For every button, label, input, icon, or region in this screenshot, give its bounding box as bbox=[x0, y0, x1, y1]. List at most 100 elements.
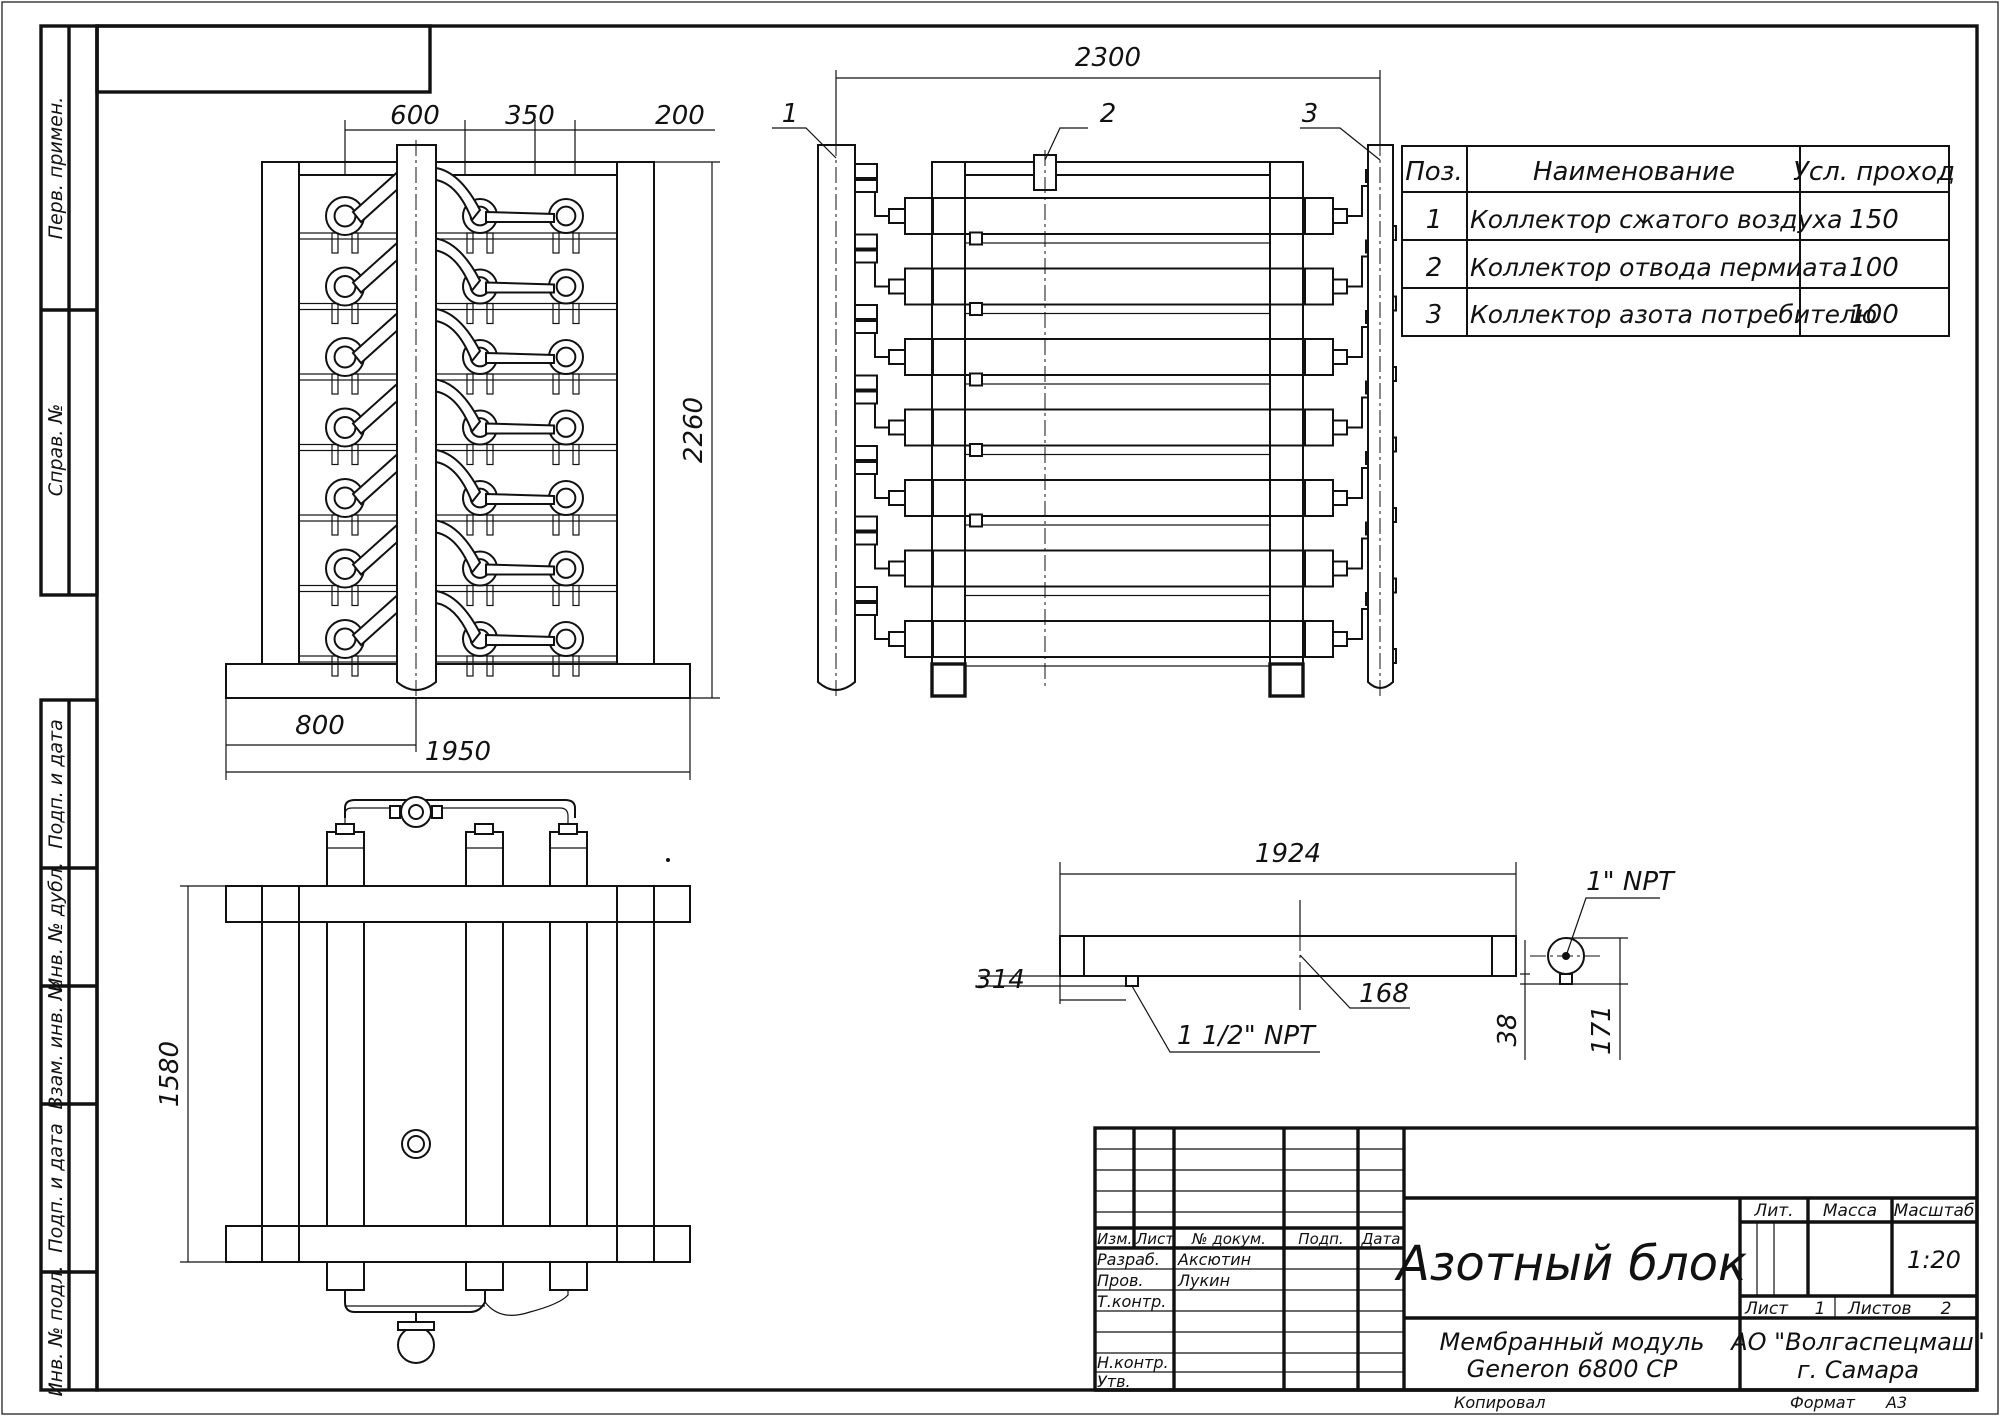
tb-masshtab-label: Масштаб bbox=[1894, 1201, 1975, 1221]
module-foot bbox=[331, 443, 339, 466]
outlet-branch bbox=[435, 378, 482, 434]
valve-top bbox=[854, 515, 878, 532]
module-foot bbox=[486, 302, 494, 325]
membrane-module bbox=[904, 338, 1334, 376]
module-foot bbox=[466, 655, 474, 677]
tb-format-value: А3 bbox=[1885, 1393, 1907, 1412]
crossover-pipe bbox=[485, 281, 555, 294]
outlet-branch-side bbox=[1347, 326, 1368, 358]
module-port bbox=[555, 487, 577, 509]
module-foot bbox=[486, 655, 494, 677]
valve-bottom bbox=[854, 602, 878, 616]
module-foot bbox=[486, 373, 494, 395]
table-header-dn: Усл. проход bbox=[1793, 157, 1955, 187]
tb-format-label: Формат bbox=[1790, 1393, 1856, 1412]
side-shelf bbox=[964, 656, 1271, 667]
callout-3: 3 bbox=[1302, 99, 1319, 129]
tb-subtitle-line1: Мембранный модуль bbox=[1440, 1328, 1705, 1356]
inlet-nipple bbox=[888, 349, 906, 365]
module-foot bbox=[572, 302, 580, 325]
support-shelf bbox=[298, 232, 618, 240]
sidebar-perv-primen: Перв. примен. bbox=[45, 97, 67, 240]
membrane-module bbox=[904, 197, 1334, 235]
inlet-nipple bbox=[888, 490, 906, 506]
tb-prov-name: Лукин bbox=[1177, 1271, 1230, 1290]
table-row-3-name: Коллектор азота потребителю bbox=[1470, 300, 1877, 329]
tb-sheet-label: Лист bbox=[1744, 1299, 1789, 1319]
permeate-port bbox=[969, 443, 983, 457]
module-port bbox=[555, 628, 577, 650]
outlet-nipple bbox=[1332, 419, 1348, 436]
dim-1950: 1950 bbox=[425, 737, 491, 767]
module-head-left bbox=[904, 620, 934, 658]
outlet-nipple bbox=[1332, 631, 1348, 647]
tb-hdr-doc: № докум. bbox=[1191, 1230, 1266, 1248]
tb-kopiroval: Копировал bbox=[1454, 1393, 1545, 1412]
side-shelf bbox=[964, 585, 1271, 597]
support-shelf bbox=[298, 584, 618, 593]
dim-2300: 2300 bbox=[1075, 43, 1141, 73]
table-row-3-pos: 3 bbox=[1426, 300, 1443, 330]
tb-prov-label: Пров. bbox=[1097, 1271, 1144, 1290]
tb-sheet-no: 1 bbox=[1815, 1299, 1826, 1319]
module-head-right bbox=[1304, 549, 1334, 588]
callout-1: 1 bbox=[782, 99, 799, 129]
front-dim-2260: 2260 bbox=[654, 161, 720, 699]
crossover-pipe bbox=[485, 210, 555, 223]
module-foot bbox=[331, 302, 339, 325]
module-port bbox=[555, 205, 577, 227]
module-foot bbox=[466, 443, 474, 466]
valve-top bbox=[854, 304, 878, 320]
module-port bbox=[555, 558, 577, 579]
module-rows bbox=[298, 166, 618, 677]
module-head-right bbox=[1304, 338, 1334, 376]
module-head-left bbox=[904, 479, 934, 517]
module-foot bbox=[466, 302, 474, 325]
module-foot bbox=[331, 373, 339, 395]
module-foot bbox=[572, 232, 580, 254]
valve-top bbox=[854, 445, 878, 461]
dim-171: 171 bbox=[1587, 1005, 1617, 1055]
table-header-pos: Поз. bbox=[1405, 157, 1463, 187]
dim-2260: 2260 bbox=[679, 397, 709, 463]
outlet-nipple bbox=[1332, 490, 1348, 506]
plan-view: 1580 bbox=[155, 796, 691, 1364]
module-foot bbox=[486, 443, 494, 466]
title-block: Изм. Лист № докум. Подп. Дата Разраб. Ак… bbox=[1093, 1126, 1985, 1412]
outlet-branch bbox=[435, 166, 482, 222]
module-head-right bbox=[1304, 197, 1334, 235]
module-foot bbox=[552, 232, 560, 254]
valve-bottom bbox=[854, 179, 878, 193]
table-row-1-dn: 150 bbox=[1849, 205, 1899, 235]
module-foot bbox=[331, 584, 339, 607]
tb-hdr-list: Лист bbox=[1135, 1230, 1175, 1248]
side-module-rows bbox=[854, 163, 1397, 667]
valve-bottom bbox=[854, 461, 878, 475]
permeate-port bbox=[969, 231, 983, 246]
dim-168: 168 bbox=[1359, 979, 1409, 1009]
outlet-branch bbox=[435, 237, 482, 293]
module-head-right bbox=[1304, 267, 1334, 306]
inlet-nipple bbox=[888, 419, 906, 436]
inlet-nipple bbox=[888, 631, 906, 647]
crossover-pipe bbox=[485, 563, 555, 576]
dim-1580: 1580 bbox=[155, 1041, 185, 1107]
module-foot bbox=[351, 302, 359, 325]
module-foot bbox=[331, 232, 339, 254]
outlet-branch-side bbox=[1347, 608, 1368, 640]
membrane-module bbox=[904, 267, 1334, 306]
sidebar-podp-data-2: Подп. и дата bbox=[45, 1123, 67, 1252]
table-row-1-pos: 1 bbox=[1426, 205, 1443, 235]
crossover-pipe bbox=[485, 492, 555, 505]
module-foot bbox=[466, 584, 474, 607]
outlet-branch-side bbox=[1347, 255, 1368, 288]
tb-hdr-data: Дата bbox=[1361, 1230, 1401, 1248]
tb-org-line1: АО "Волгаспецмаш" bbox=[1729, 1328, 1985, 1356]
tb-scale: 1:20 bbox=[1907, 1246, 1961, 1274]
valve-bottom bbox=[854, 249, 878, 264]
module-port bbox=[555, 276, 577, 297]
tb-massa-label: Масса bbox=[1823, 1201, 1877, 1221]
outlet-nipple bbox=[1332, 560, 1348, 577]
outlet-nipple bbox=[1332, 278, 1348, 295]
module-head-left bbox=[904, 197, 934, 235]
